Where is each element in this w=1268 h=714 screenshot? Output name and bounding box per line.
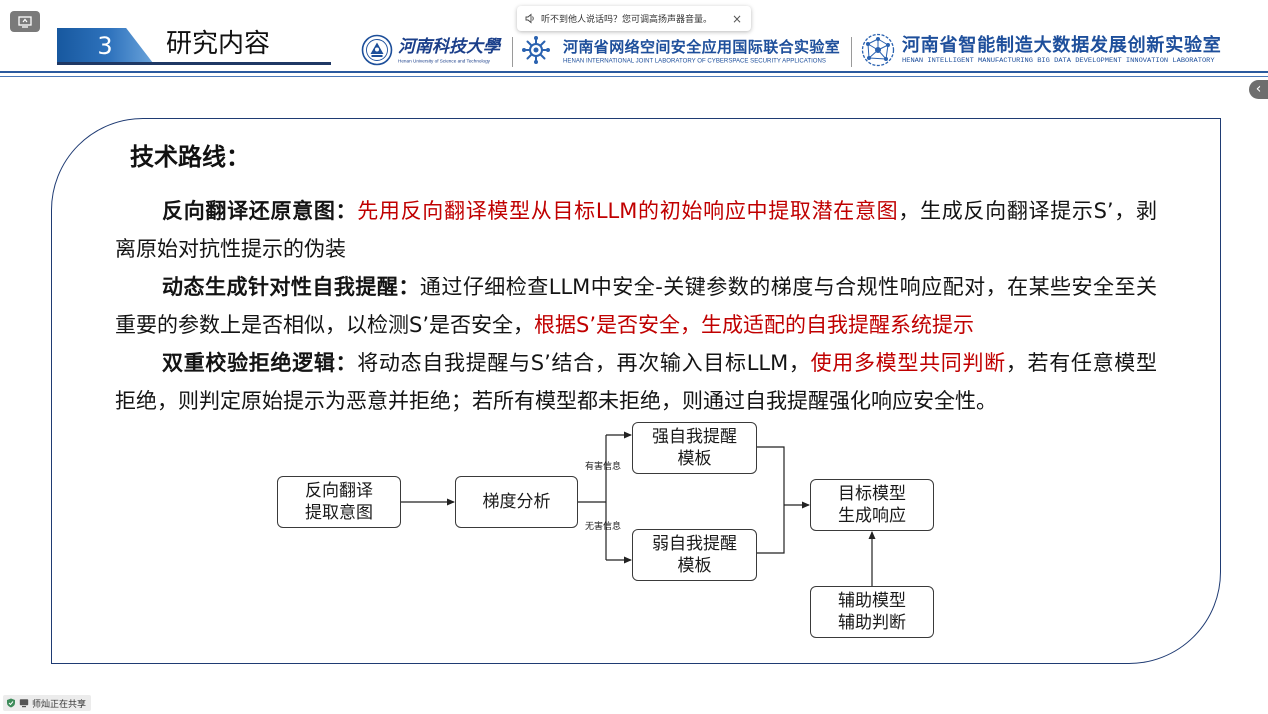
content-frame [51, 118, 1221, 664]
node-strong-reminder-template: 强自我提醒 模板 [632, 422, 757, 474]
body-text: 重要的参数上是否相似，以检测S’是否安全， [115, 313, 535, 337]
body-line: 重要的参数上是否相似，以检测S’是否安全，根据S’是否安全，生成适配的自我提醒系… [115, 310, 974, 340]
sharing-status-bar[interactable]: 师灿正在共享 [3, 695, 91, 711]
edge-label-harmless: 无害信息 [585, 522, 622, 532]
cyberspace-lab-emblem-icon [521, 35, 551, 65]
node-reverse-translation: 反向翻译 提取意图 [277, 476, 401, 528]
audio-hint-notification: 听不到他人说话吗？您可调高扬声器音量。 × [517, 6, 751, 31]
big-data-lab-emblem-icon [861, 33, 895, 67]
body-line: 双重校验拒绝逻辑：将动态自我提醒与S’结合，再次输入目标LLM，使用多模型共同判… [162, 348, 1157, 378]
node-label: 模板 [677, 449, 712, 469]
node-label: 反向翻译 [305, 481, 373, 501]
screen-share-icon [19, 698, 29, 708]
step-title: 动态生成针对性自我提醒： [162, 275, 420, 299]
logo-divider [512, 37, 513, 67]
highlight-text: 根据S’是否安全，生成适配的自我提醒系统提示 [534, 313, 975, 337]
university-name: 河南科技大學 [398, 37, 500, 57]
cyberspace-lab-name-english: HENAN INTERNATIONAL JOINT LABORATORY OF … [563, 57, 826, 65]
edge-label-harmful: 有害信息 [585, 462, 622, 472]
node-label: 目标模型 [838, 484, 906, 504]
section-number-badge: 3 [57, 28, 153, 63]
node-label: 强自我提醒 [652, 427, 737, 447]
node-target-model: 目标模型 生成响应 [810, 479, 934, 531]
node-label: 辅助模型 [838, 591, 906, 611]
header-rule [0, 76, 1268, 77]
node-label: 提取意图 [305, 503, 373, 523]
step-title: 双重校验拒绝逻辑： [162, 351, 358, 375]
speaker-icon [525, 13, 536, 24]
hust-emblem-icon [361, 34, 393, 66]
section-title: 研究内容 [166, 29, 271, 59]
node-auxiliary-model: 辅助模型 辅助判断 [810, 586, 934, 638]
node-label: 弱自我提醒 [652, 534, 737, 554]
node-gradient-analysis: 梯度分析 [455, 476, 578, 528]
university-name-english: Henan University of Science and Technolo… [398, 58, 491, 64]
section-title-underline [57, 62, 331, 65]
section-heading: 技术路线： [130, 143, 250, 171]
node-label: 模板 [677, 556, 712, 576]
body-text: ，若有任意模型 [1005, 351, 1157, 375]
sharing-status-text: 师灿正在共享 [32, 699, 87, 710]
section-number: 3 [97, 31, 113, 60]
collapse-toolbar-icon[interactable] [10, 11, 40, 32]
close-notification-button[interactable]: × [731, 11, 742, 26]
node-label: 梯度分析 [482, 492, 551, 512]
node-weak-reminder-template: 弱自我提醒 模板 [632, 529, 757, 581]
body-text: 拒绝，则判定原始提示为恶意并拒绝；若所有模型都未拒绝，则通过自我提醒强化响应安全… [115, 389, 997, 413]
security-shield-icon [6, 698, 16, 708]
highlight-text: 先用反向翻译模型从目标LLM的初始响应中提取潜在意图 [357, 199, 899, 223]
body-text: 将动态自我提醒与S’结合，再次输入目标LLM， [357, 351, 811, 375]
side-panel-toggle[interactable]: ‹ [1249, 80, 1268, 99]
body-text: 离原始对抗性提示的伪装 [115, 237, 346, 261]
body-text: 通过仔细检查LLM中安全-关键参数的梯度与合规性响应配对，在某些安全至关 [419, 275, 1158, 299]
node-label: 辅助判断 [838, 613, 906, 633]
big-data-lab-name-english: HENAN INTELLIGENT MANUFACTURING BIG DATA… [902, 57, 1215, 65]
node-label: 生成响应 [838, 506, 906, 526]
notification-message: 听不到他人说话吗？您可调高扬声器音量。 [541, 15, 713, 25]
highlight-text: 使用多模型共同判断 [810, 351, 1006, 375]
logo-divider [851, 37, 852, 67]
header-rule [0, 71, 1268, 73]
step-title: 反向翻译还原意图： [162, 199, 358, 223]
big-data-lab-name: 河南省智能制造大数据发展创新实验室 [902, 35, 1222, 56]
cyberspace-lab-name: 河南省网络空间安全应用国际联合实验室 [563, 38, 841, 56]
body-line: 动态生成针对性自我提醒：通过仔细检查LLM中安全-关键参数的梯度与合规性响应配对… [162, 272, 1157, 302]
body-line: 拒绝，则判定原始提示为恶意并拒绝；若所有模型都未拒绝，则通过自我提醒强化响应安全… [115, 386, 997, 416]
chevron-left-icon: ‹ [1255, 81, 1262, 97]
body-line: 离原始对抗性提示的伪装 [115, 234, 346, 264]
body-text: ，生成反向翻译提示S’，剥 [898, 199, 1157, 223]
body-line: 反向翻译还原意图：先用反向翻译模型从目标LLM的初始响应中提取潜在意图，生成反向… [162, 196, 1157, 226]
